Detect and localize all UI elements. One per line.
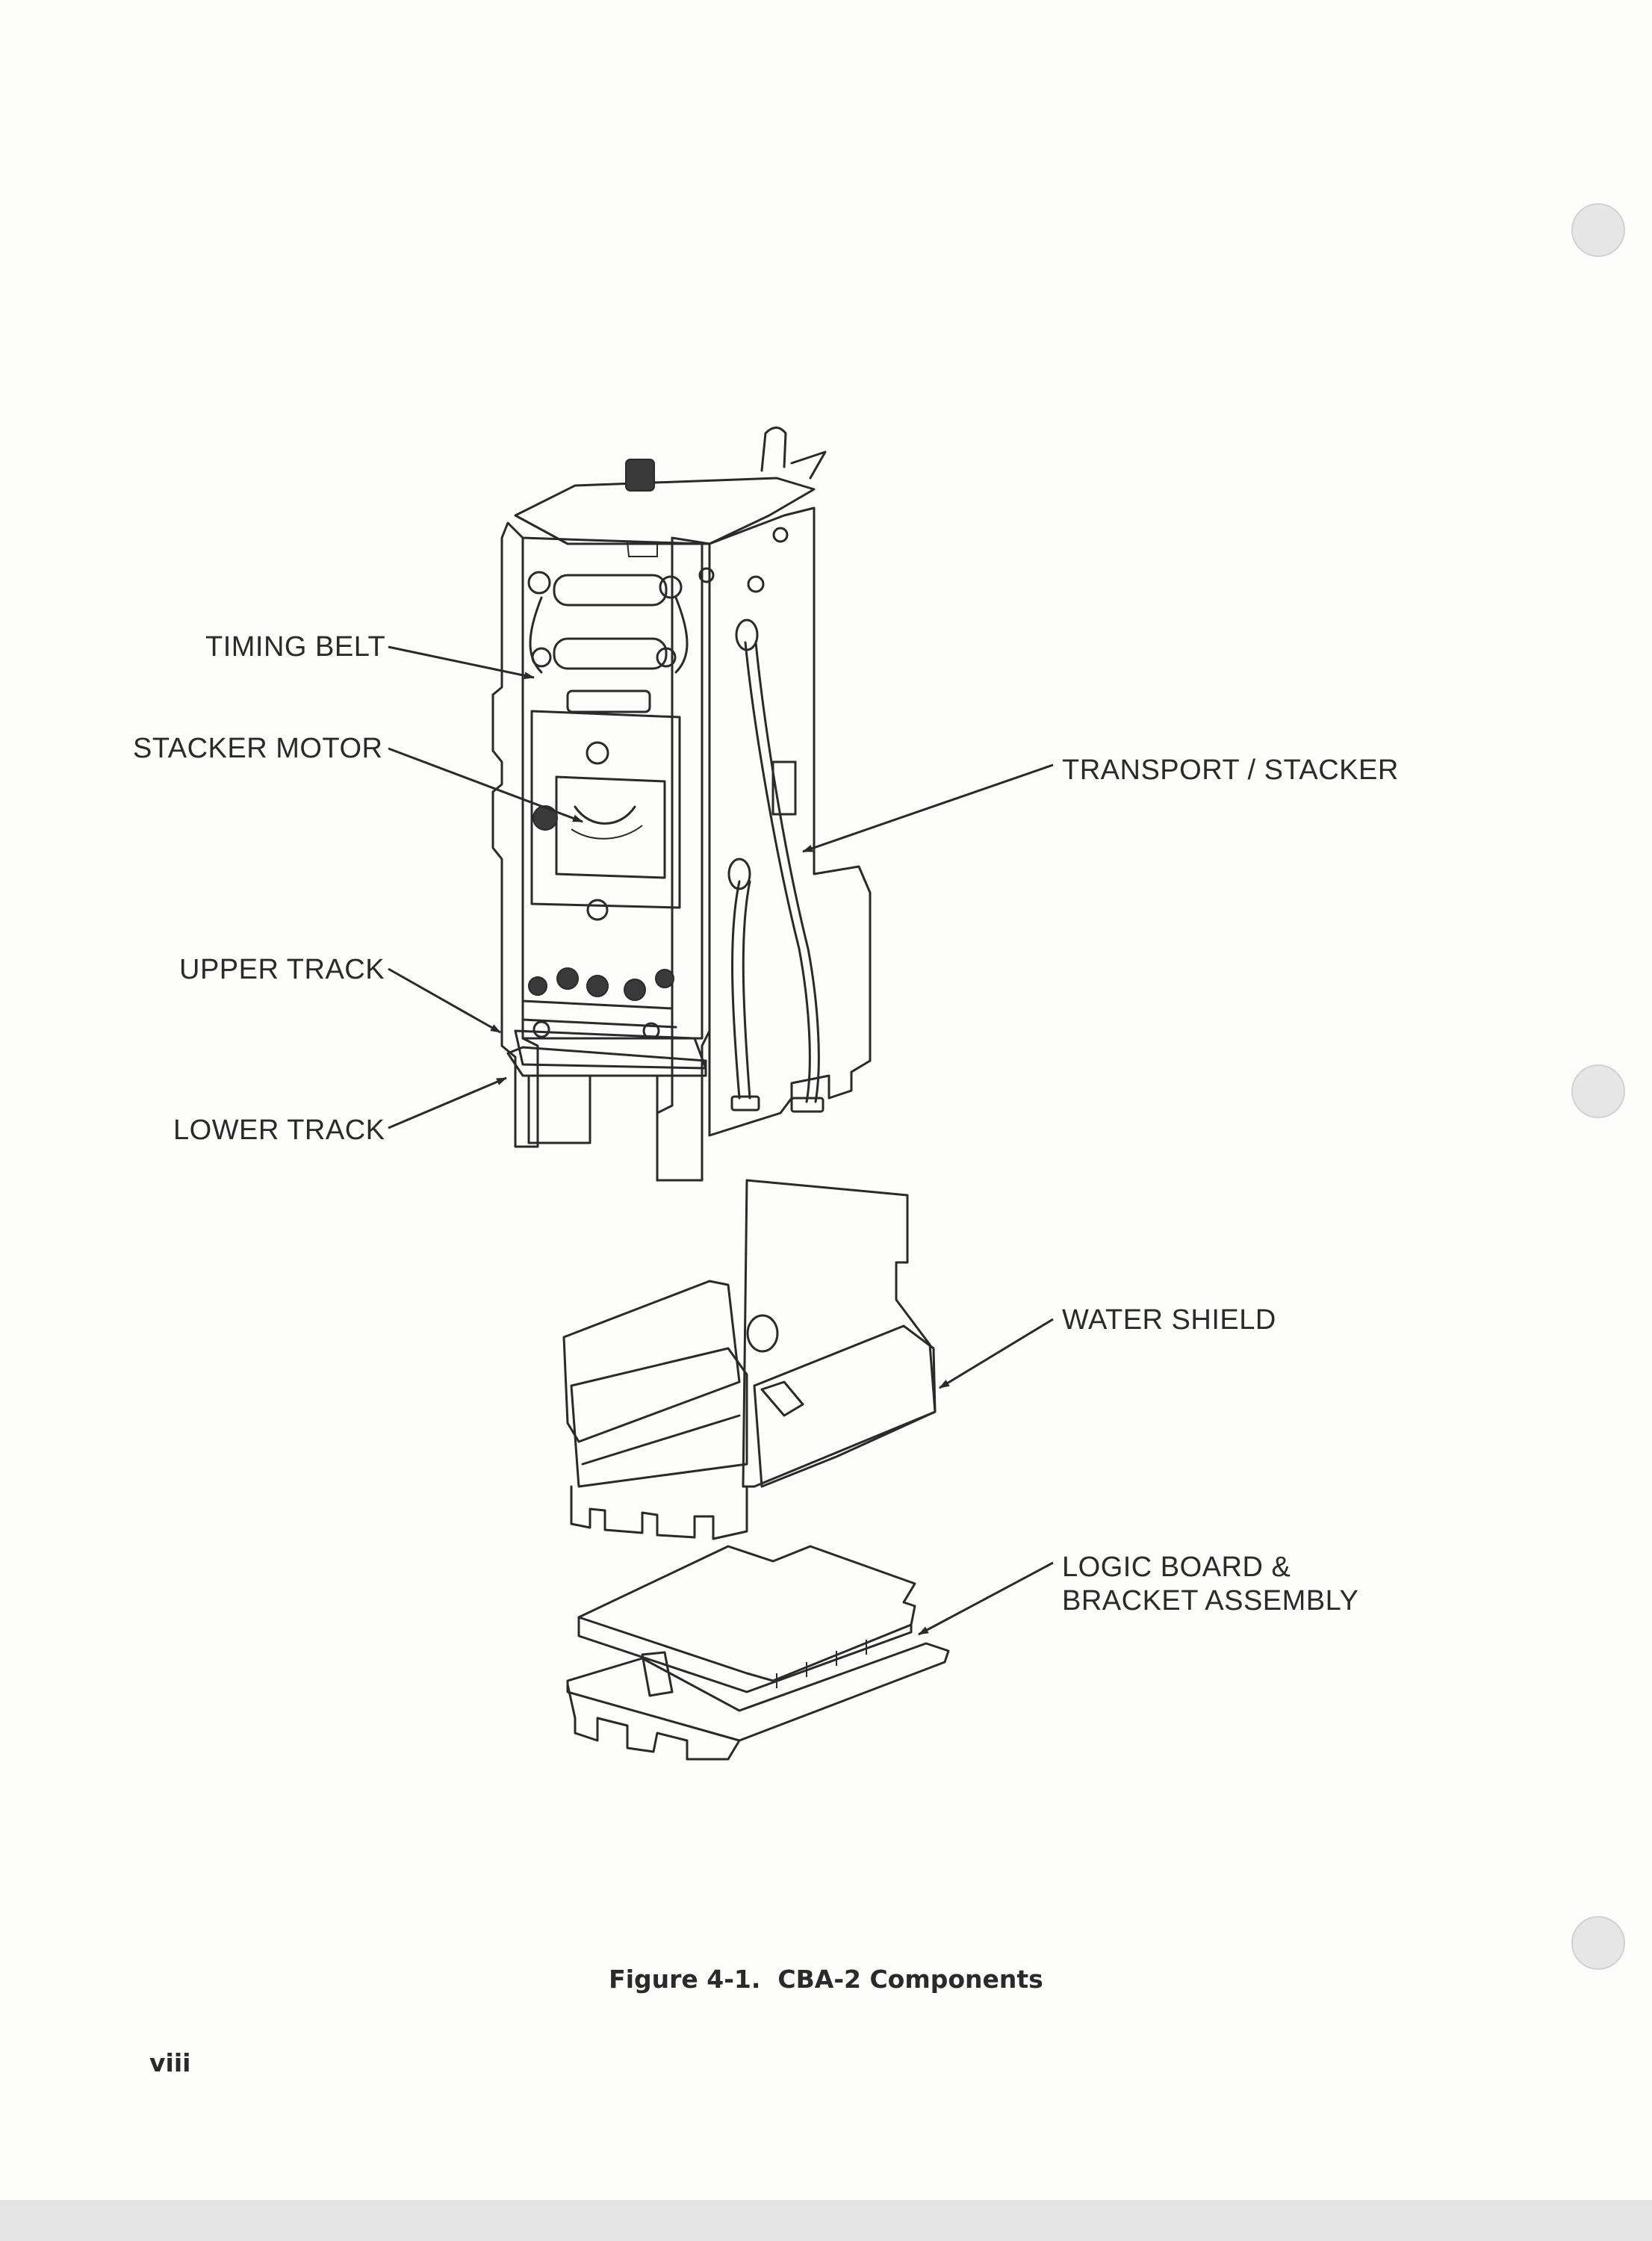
punch-hole-middle <box>1571 1064 1625 1118</box>
water-shield-assembly <box>562 1179 937 1540</box>
label-lower-track: LOWER TRACK <box>173 1115 385 1146</box>
label-logic-board-line2: BRACKET ASSEMBLY <box>1062 1585 1359 1617</box>
transport-stacker-assembly <box>491 427 872 1182</box>
scan-edge <box>0 2200 1652 2241</box>
punch-hole-bottom <box>1571 1916 1625 1970</box>
label-timing-belt: TIMING BELT <box>205 631 386 663</box>
label-logic-board-line1: LOGIC BOARD & <box>1062 1552 1291 1583</box>
label-stacker-motor: STACKER MOTOR <box>133 733 383 764</box>
leader-lines <box>388 645 1054 1636</box>
label-upper-track: UPPER TRACK <box>179 954 385 985</box>
punch-hole-top <box>1571 203 1625 257</box>
label-transport-stacker: TRANSPORT / STACKER <box>1062 754 1399 786</box>
logic-board-bracket-assembly <box>566 1545 950 1761</box>
label-water-shield: WATER SHIELD <box>1062 1304 1276 1336</box>
page-number: viii <box>149 2048 191 2077</box>
figure-caption: Figure 4-1. CBA-2 Components <box>609 1965 1043 1994</box>
